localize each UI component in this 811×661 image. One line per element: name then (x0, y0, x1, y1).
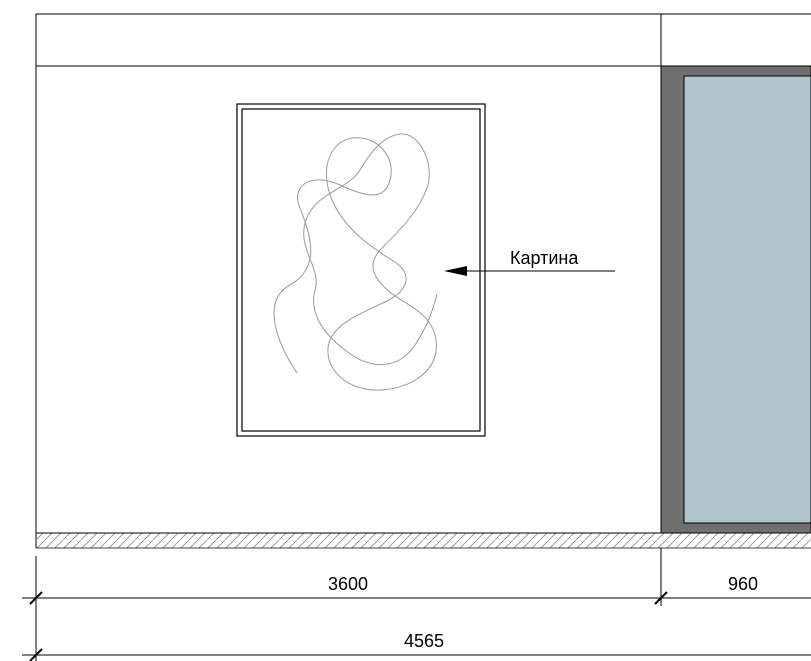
tick-mid-top (654, 591, 668, 605)
door-glass (683, 75, 811, 524)
dimension-960: 960 (728, 574, 758, 594)
tick-left-bottom (29, 648, 43, 661)
dimension-lines (22, 548, 811, 661)
painting (236, 103, 486, 437)
painting-leader: Картина (444, 248, 615, 276)
floor-hatch (36, 533, 811, 548)
painting-outer-frame (236, 103, 486, 437)
painting-inner-frame (241, 108, 481, 432)
dimension-4565: 4565 (404, 631, 444, 651)
painting-label: Картина (510, 248, 579, 268)
floor-slab (36, 532, 811, 549)
glazed-door (660, 65, 811, 534)
tick-left-top (29, 591, 43, 605)
painting-scribble (273, 133, 438, 391)
dimension-3600: 3600 (328, 574, 368, 594)
leader-arrowhead (444, 266, 467, 276)
